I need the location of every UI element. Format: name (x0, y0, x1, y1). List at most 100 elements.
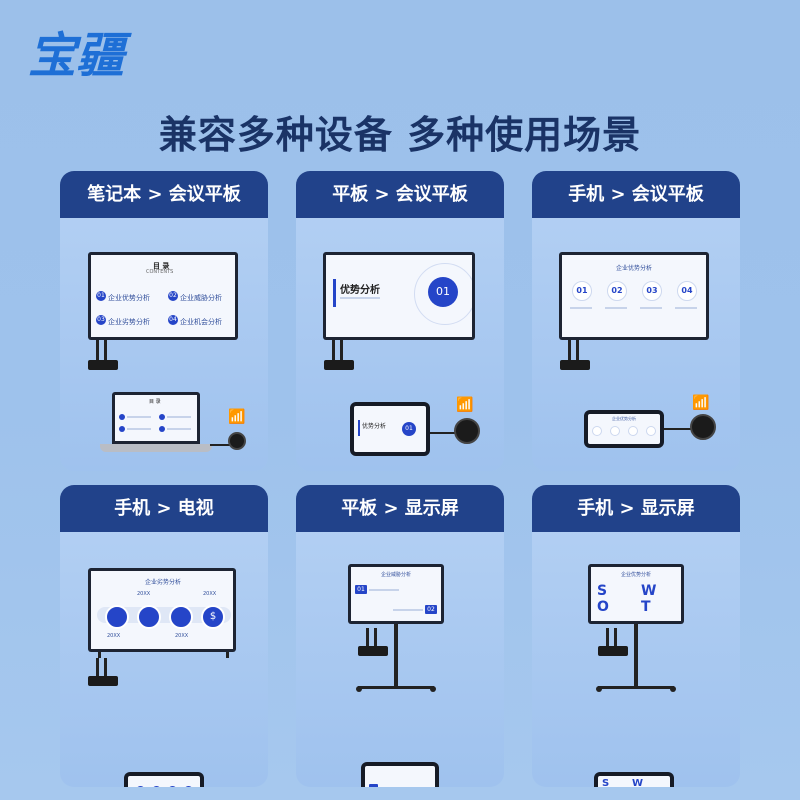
item-line (127, 428, 151, 430)
stand-leg (96, 658, 99, 678)
stand-base (598, 646, 628, 656)
item-line (167, 428, 191, 430)
scenario-card-phone-display: 手机 > 显示屏 企业优势分析 S W O T S W O T (532, 485, 740, 787)
tablet (361, 762, 439, 787)
step-number (646, 426, 656, 436)
step-number: 02 (607, 281, 627, 301)
screen-title: 目 录 (153, 262, 170, 270)
stand-base (88, 676, 118, 686)
laptop-screen-title: 目 录 (149, 399, 161, 405)
meeting-board: 优势分析 01 (323, 252, 475, 340)
meeting-board: 企业优势分析 01 02 03 04 (559, 252, 709, 340)
step-line (675, 307, 697, 309)
item-label: 企业威胁分析 (180, 294, 222, 302)
item-number (119, 414, 125, 420)
scenario-card-phone-board: 手机 > 会议平板 企业优势分析 01 02 03 04 企业优势分析 (532, 171, 740, 471)
item-number (159, 426, 165, 432)
step-number (628, 426, 638, 436)
item-number (159, 414, 165, 420)
display-stand-base (598, 686, 674, 689)
stand-base (560, 360, 590, 370)
accent-bar (333, 279, 336, 307)
stand-leg (576, 340, 579, 362)
tv-screen: 企业劣势分析 20XX 20XX $ 20XX 20XX (88, 568, 236, 652)
stand-leg (104, 658, 107, 678)
dongle-cable (664, 428, 696, 430)
caster-wheel (430, 686, 436, 692)
step-line (640, 307, 662, 309)
stand-base (88, 360, 118, 370)
stand-leg (96, 340, 99, 362)
screen-title: 企业劣势分析 (145, 579, 182, 586)
card-illustration: 目 录 CONTENTS 01 企业优势分析 02 企业威胁分析 03 企业劣势… (60, 218, 268, 471)
screen-subtitle: CONTENTS (146, 269, 174, 275)
item-number: 02 (425, 605, 437, 614)
dongle-cable (210, 444, 232, 446)
dongle-icon (454, 418, 480, 444)
icon-dot (168, 786, 177, 787)
card-illustration: 企业劣势分析 20XX 20XX $ 20XX 20XX (60, 532, 268, 787)
scenario-card-phone-tv: 手机 > 电视 企业劣势分析 20XX 20XX $ 20XX 20XX (60, 485, 268, 787)
item-line (127, 416, 151, 418)
item-number: 01 (355, 585, 367, 594)
scenario-card-tablet-board: 平板 > 会议平板 优势分析 01 优势分析 01 📶 (296, 171, 504, 471)
caster-wheel (670, 686, 676, 692)
step-number (610, 426, 620, 436)
card-illustration: 企业优势分析 01 02 03 04 企业优势分析 (532, 218, 740, 471)
card-title: 手机 > 显示屏 (532, 485, 740, 532)
tablet: 优势分析 01 (350, 402, 430, 456)
icon-dot (152, 786, 161, 787)
wifi-icon: 📶 (228, 409, 246, 425)
year-label: 20XX (175, 633, 189, 639)
icon-money: $ (201, 605, 225, 629)
screen-title: 企业优势分析 (616, 265, 653, 272)
display-screen: 企业优势分析 S W O T (588, 564, 684, 624)
dongle-cable (430, 432, 458, 434)
item-number (369, 784, 378, 787)
phone: 企业优势分析 (584, 410, 664, 448)
wifi-icon: 📶 (692, 395, 710, 411)
item-number: 04 (168, 315, 178, 325)
brand-logo: 宝疆 (28, 28, 132, 82)
card-title: 平板 > 显示屏 (296, 485, 504, 532)
item-label: 企业机会分析 (180, 318, 222, 326)
card-illustration: 企业威胁分析 01 02 (296, 532, 504, 787)
item-number (119, 426, 125, 432)
item-line (167, 416, 191, 418)
icon-doc (169, 605, 193, 629)
item-number: 01 (96, 291, 106, 301)
item-label: 企业劣势分析 (108, 318, 150, 326)
caster-wheel (356, 686, 362, 692)
display-stand-base (358, 686, 434, 689)
step-number (592, 426, 602, 436)
stand-base (324, 360, 354, 370)
section-number: 01 (402, 422, 416, 436)
laptop-base (100, 444, 212, 452)
phone: S W O T (594, 772, 674, 787)
section-number: 01 (428, 277, 458, 307)
phone (124, 772, 204, 787)
screen-title: 企业威胁分析 (381, 572, 412, 578)
icon-search (105, 605, 129, 629)
item-line (369, 589, 399, 591)
step-line (570, 307, 592, 309)
swot-letter: S (602, 778, 610, 787)
stand-leg (568, 340, 571, 362)
item-number: 02 (168, 291, 178, 301)
screen-title: 优势分析 (340, 285, 380, 296)
laptop-screen: 目 录 (112, 392, 200, 444)
accent-bar (358, 420, 360, 436)
stand-leg (614, 628, 617, 648)
stand-leg (332, 340, 335, 362)
dongle-icon (690, 414, 716, 440)
step-number: 01 (572, 281, 592, 301)
icon-dot (184, 786, 193, 787)
icon-people (137, 605, 161, 629)
stand-leg (374, 628, 377, 648)
year-label: 20XX (137, 591, 151, 597)
step-number: 03 (642, 281, 662, 301)
swot-letter: T (641, 599, 651, 615)
display-stand-pole (634, 624, 638, 688)
scenario-card-tablet-display: 平板 > 显示屏 企业威胁分析 01 02 (296, 485, 504, 787)
tv-leg (226, 652, 229, 658)
